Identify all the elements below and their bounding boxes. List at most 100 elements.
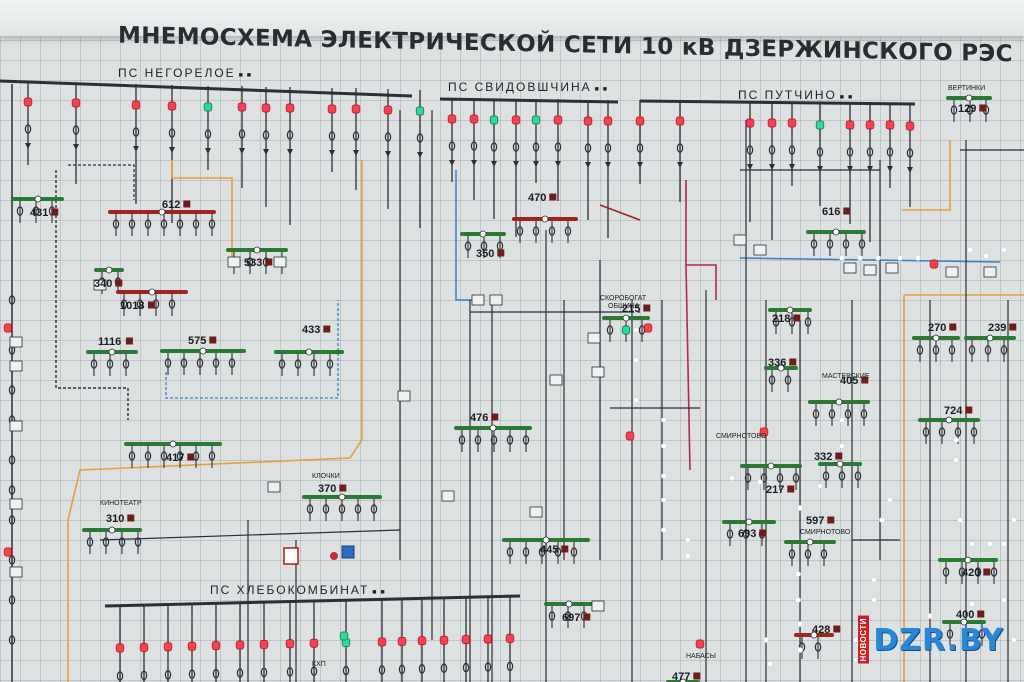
indicator-dot bbox=[1001, 541, 1007, 547]
node-status-square bbox=[187, 453, 195, 461]
disconnector-symbol bbox=[948, 345, 956, 355]
disconnector-symbol bbox=[160, 219, 168, 229]
breaker-symbol bbox=[148, 288, 156, 296]
place-name-nabasy: НАБАСЫ bbox=[686, 653, 716, 660]
cable-route-crimson bbox=[685, 180, 717, 300]
indicator-dot bbox=[757, 479, 763, 485]
disconnector-symbol bbox=[306, 504, 314, 514]
cable-route-orange bbox=[67, 160, 363, 682]
disconnector-symbol bbox=[522, 435, 530, 445]
feeder-lamp-red bbox=[462, 635, 470, 644]
feeder-disconnector bbox=[212, 668, 220, 679]
indicator-dot bbox=[987, 541, 993, 547]
feeder-lamp-red bbox=[470, 114, 478, 124]
node-status-square bbox=[827, 516, 835, 524]
indicator-dot bbox=[661, 527, 667, 533]
indicator-dot bbox=[797, 647, 803, 653]
breaker-symbol bbox=[965, 94, 973, 102]
arrow-symbol bbox=[817, 166, 823, 172]
node-number-n693: 693 bbox=[738, 528, 756, 540]
transformer-box bbox=[441, 490, 455, 502]
cable-route-crimson bbox=[599, 204, 641, 221]
disconnector-symbol bbox=[804, 549, 812, 559]
node-status-square bbox=[183, 200, 191, 208]
transformer-box bbox=[587, 332, 601, 344]
node-status-square bbox=[983, 568, 991, 576]
arrow-symbol bbox=[263, 149, 269, 155]
disconnector-symbol bbox=[804, 317, 812, 327]
node-status-square bbox=[833, 625, 841, 633]
feeder-lamp-red bbox=[140, 643, 148, 652]
feeder-lamp-red bbox=[644, 323, 652, 333]
disconnector-symbol bbox=[464, 241, 472, 251]
node-number-n477: 477 bbox=[672, 671, 690, 682]
node-number-n420: 420 bbox=[962, 567, 980, 579]
arrow-symbol bbox=[769, 164, 775, 170]
node-status-square bbox=[125, 337, 133, 345]
disconnector-symbol bbox=[984, 345, 992, 355]
disconnector-symbol bbox=[772, 317, 780, 327]
disconnector-symbol bbox=[788, 549, 796, 559]
node-number-n417: 417 bbox=[166, 452, 184, 464]
indicator-dot bbox=[729, 475, 735, 481]
feeder-lamp-red bbox=[886, 120, 894, 130]
place-name-obshchina: ОБЩИНА bbox=[608, 303, 640, 310]
breaker-symbol bbox=[541, 215, 549, 223]
breaker-symbol bbox=[158, 208, 166, 216]
indicator-dot bbox=[685, 537, 691, 543]
transformer-box bbox=[9, 360, 23, 372]
node-number-n697: 697 bbox=[562, 612, 580, 624]
node-status-square bbox=[127, 514, 135, 522]
indicator-dot bbox=[887, 497, 893, 503]
indicator-dot bbox=[957, 517, 963, 523]
disconnector-symbol bbox=[954, 427, 962, 437]
disconnector-symbol bbox=[962, 629, 970, 639]
arrow-symbol bbox=[677, 162, 683, 168]
breaker-symbol bbox=[105, 266, 113, 274]
arrow-symbol bbox=[513, 161, 519, 167]
node-status-square bbox=[491, 413, 499, 421]
feeder-lamp-red bbox=[168, 101, 176, 111]
node-number-n405: 405 bbox=[840, 375, 858, 387]
disconnector-symbol bbox=[548, 611, 556, 621]
indicator-dot bbox=[763, 637, 769, 643]
arrow-symbol bbox=[907, 167, 913, 173]
node-number-n1018: 1018 bbox=[120, 300, 144, 312]
feeder-lamp-red bbox=[484, 634, 492, 644]
indicator-dot bbox=[633, 307, 639, 313]
node-status-square bbox=[965, 406, 973, 414]
main-bus-negorelo bbox=[0, 79, 413, 98]
indicator-dot bbox=[795, 597, 801, 603]
feeder-lamp-green bbox=[622, 325, 630, 335]
indicator-dot bbox=[817, 483, 823, 489]
node-status-square bbox=[1009, 323, 1017, 331]
indicator-dot bbox=[879, 517, 885, 523]
node-number-n310: 310 bbox=[106, 513, 124, 525]
place-name-kkhp: КХП bbox=[312, 661, 326, 668]
feeder-lamp-green bbox=[204, 102, 212, 112]
feeder-disconnector bbox=[384, 132, 392, 142]
disconnector-symbol bbox=[208, 219, 216, 229]
feeder-lamp-red bbox=[378, 637, 386, 647]
indicator-dot bbox=[685, 553, 691, 559]
node-status-square bbox=[51, 208, 59, 216]
node-number-n470: 470 bbox=[528, 192, 546, 204]
disconnector-symbol bbox=[516, 226, 524, 236]
disconnector-symbol bbox=[112, 219, 120, 229]
feeder-disconnector bbox=[24, 124, 32, 134]
disconnector-symbol bbox=[480, 241, 488, 251]
node-number-n431: 431 bbox=[30, 207, 48, 219]
feeder-disconnector bbox=[462, 662, 470, 673]
arrow-symbol bbox=[605, 162, 611, 168]
breaker-symbol bbox=[986, 334, 994, 342]
indicator-dot bbox=[1001, 247, 1007, 253]
disconnector-symbol bbox=[8, 485, 16, 495]
feeder-lamp-red bbox=[116, 643, 124, 653]
transformer-box bbox=[489, 294, 503, 306]
disconnector-symbol bbox=[90, 359, 98, 369]
feeder-lamp-red bbox=[212, 641, 220, 650]
arrow-symbol bbox=[491, 161, 497, 167]
disconnector-symbol bbox=[208, 451, 216, 461]
breaker-symbol bbox=[199, 347, 207, 355]
disconnector-symbol bbox=[246, 257, 254, 267]
